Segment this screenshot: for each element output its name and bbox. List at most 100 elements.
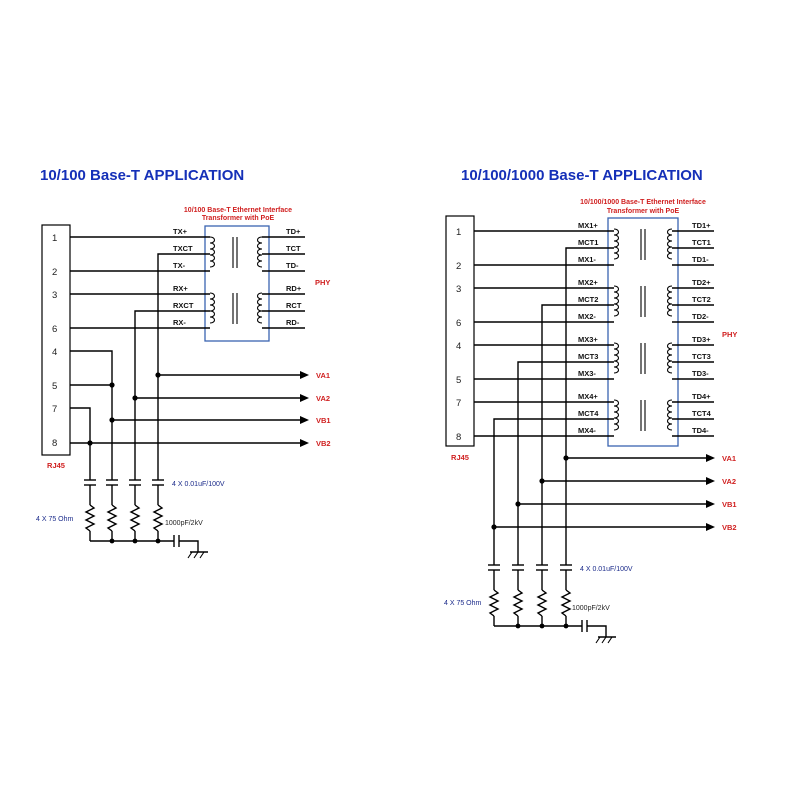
diagram-10-100-1000: 10/100/1000 Base-T APPLICATION 10/100/10… bbox=[444, 167, 737, 644]
connector-pin-labels: 1 2 3 6 4 5 7 8 bbox=[52, 233, 57, 449]
signal-label: TD1- bbox=[692, 255, 709, 264]
capacitor-label: 4 X 0.01uF/100V bbox=[580, 566, 633, 573]
transformer-header-line2: Transformer with PoE bbox=[607, 208, 680, 215]
transformer-header-line1: 10/100/1000 Base-T Ethernet Interface bbox=[580, 199, 706, 206]
power-output-labels: VA1 VA2 VB1 VB2 bbox=[316, 371, 331, 448]
signal-label: TD+ bbox=[286, 227, 301, 236]
power-output-label: VB1 bbox=[316, 416, 331, 425]
power-output-label: VA2 bbox=[316, 394, 330, 403]
ground-symbol bbox=[187, 551, 208, 559]
diagram-title: 10/100/1000 Base-T APPLICATION bbox=[461, 167, 703, 184]
pin-label: 1 bbox=[52, 233, 57, 244]
transformer-box bbox=[204, 225, 270, 342]
signal-label: MCT2 bbox=[578, 295, 598, 304]
transformer-header-line2: Transformer with PoE bbox=[202, 215, 275, 222]
signal-label: TCT bbox=[286, 244, 301, 253]
signal-label: MX2- bbox=[578, 312, 596, 321]
capacitor-bank bbox=[84, 479, 164, 486]
signal-label: RD- bbox=[286, 318, 300, 327]
pin-label: 8 bbox=[52, 438, 57, 449]
phy-label: PHY bbox=[315, 278, 330, 287]
signal-label: TD2- bbox=[692, 312, 709, 321]
transformer-header-line1: 10/100 Base-T Ethernet Interface bbox=[184, 207, 292, 214]
winding-secondary bbox=[666, 228, 673, 260]
winding-secondary bbox=[666, 285, 673, 317]
signal-label: MX4+ bbox=[578, 392, 598, 401]
pin-label: 5 bbox=[52, 381, 57, 392]
signal-label: TX- bbox=[173, 261, 186, 270]
resistor-label: 4 X 75 Ohm bbox=[444, 600, 482, 607]
winding-primary bbox=[613, 228, 620, 260]
signal-label: RX+ bbox=[173, 284, 188, 293]
termination-network bbox=[488, 564, 616, 644]
power-output-label: VA1 bbox=[316, 371, 330, 380]
pin-label: 6 bbox=[456, 318, 461, 329]
signal-label: RCT bbox=[286, 301, 302, 310]
right-signal-labels: TD1+ TCT1 TD1- TD2+ TCT2 TD2- TD3+ TCT3 … bbox=[692, 221, 712, 435]
power-wires bbox=[70, 350, 309, 480]
transformer-windings bbox=[209, 236, 263, 324]
signal-label: TD4- bbox=[692, 426, 709, 435]
winding-primary bbox=[613, 399, 620, 431]
power-output-labels: VA1 VA2 VB1 VB2 bbox=[722, 454, 737, 532]
termination-network bbox=[84, 479, 208, 559]
signal-label: MX2+ bbox=[578, 278, 598, 287]
winding-secondary bbox=[256, 236, 263, 268]
pin-label: 4 bbox=[52, 347, 57, 358]
pin-label: 8 bbox=[456, 432, 461, 443]
transformer-windings bbox=[613, 228, 673, 431]
left-signal-labels: TX+ TXCT TX- RX+ RXCT RX- bbox=[173, 227, 194, 327]
connector-label: RJ45 bbox=[47, 461, 65, 470]
signal-label: TXCT bbox=[173, 244, 193, 253]
signal-label: TD3+ bbox=[692, 335, 711, 344]
resistor-bank bbox=[488, 589, 572, 617]
signal-label: TD4+ bbox=[692, 392, 711, 401]
signal-label: MX3+ bbox=[578, 335, 598, 344]
signal-label: RD+ bbox=[286, 284, 302, 293]
rj45-connector bbox=[41, 224, 71, 456]
signal-label: TX+ bbox=[173, 227, 188, 236]
signal-label: MX1- bbox=[578, 255, 596, 264]
signal-label: MX1+ bbox=[578, 221, 598, 230]
signal-label: MX4- bbox=[578, 426, 596, 435]
signal-label: TD- bbox=[286, 261, 299, 270]
power-wires bbox=[491, 454, 715, 531]
signal-label: RXCT bbox=[173, 301, 194, 310]
power-output-label: VA1 bbox=[722, 454, 736, 463]
pin-label: 7 bbox=[456, 398, 461, 409]
winding-secondary bbox=[666, 399, 673, 431]
signal-label: TCT3 bbox=[692, 352, 711, 361]
signal-label: MCT1 bbox=[578, 238, 598, 247]
winding-secondary bbox=[256, 292, 263, 324]
rj45-connector bbox=[445, 215, 475, 447]
signal-label: TCT2 bbox=[692, 295, 711, 304]
resistor-bank bbox=[84, 504, 164, 532]
power-output-label: VB1 bbox=[722, 500, 737, 509]
hv-capacitor-label: 1000pF/2kV bbox=[165, 520, 203, 527]
pin-label: 5 bbox=[456, 375, 461, 386]
winding-primary bbox=[613, 285, 620, 317]
signal-label: MCT3 bbox=[578, 352, 598, 361]
diagram-10-100: 10/100 Base-T APPLICATION 10/100 Base-T … bbox=[36, 167, 331, 559]
signal-label: TD2+ bbox=[692, 278, 711, 287]
capacitor-bank bbox=[488, 564, 572, 571]
hv-capacitor-label: 1000pF/2kV bbox=[572, 605, 610, 612]
right-signal-labels: TD+ TCT TD- RD+ RCT RD- bbox=[286, 227, 302, 327]
signal-wires bbox=[70, 236, 305, 480]
ground-symbol bbox=[595, 636, 616, 644]
signal-label: MX3- bbox=[578, 369, 596, 378]
power-output-label: VB2 bbox=[316, 439, 331, 448]
pin-label: 2 bbox=[52, 267, 57, 278]
pin-label: 3 bbox=[456, 284, 461, 295]
power-output-label: VA2 bbox=[722, 477, 736, 486]
power-output-label: VB2 bbox=[722, 523, 737, 532]
resistor-label: 4 X 75 Ohm bbox=[36, 516, 74, 523]
winding-primary bbox=[209, 292, 216, 324]
capacitor-label: 4 X 0.01uF/100V bbox=[172, 481, 225, 488]
connector-pin-labels: 1 2 3 6 4 5 7 8 bbox=[456, 227, 461, 443]
signal-label: TCT4 bbox=[692, 409, 712, 418]
left-signal-labels: MX1+ MCT1 MX1- MX2+ MCT2 MX2- MX3+ MCT3 … bbox=[578, 221, 599, 435]
signal-label: RX- bbox=[173, 318, 186, 327]
pin-label: 6 bbox=[52, 324, 57, 335]
